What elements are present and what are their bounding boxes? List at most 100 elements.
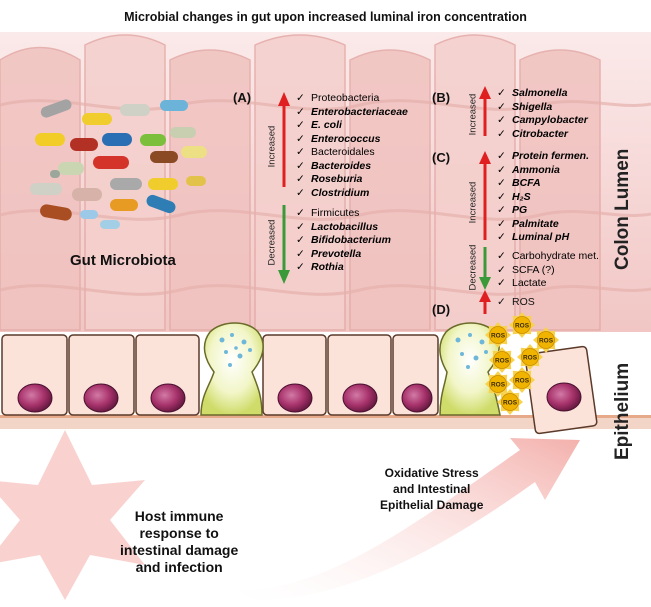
list-item-text: SCFA (?) [512, 263, 555, 276]
check-mark: ✓ [497, 263, 506, 276]
ros-core [501, 393, 519, 411]
ros-label: ROS [491, 333, 506, 340]
list-item: ✓Ammonia [497, 164, 589, 178]
list-item: ✓ Carbohydrate met. [497, 250, 599, 264]
list-item-text: Citrobacter [512, 127, 569, 140]
cell-nuclei [17, 382, 582, 413]
ros-particle: ROS [485, 322, 511, 348]
list-item-text: Luminal pH [512, 231, 570, 243]
colon-lumen-label: Colon Lumen [612, 148, 633, 270]
panel-c-increased-label: Increased [467, 181, 479, 224]
list-item: ✓ Campylobacter [497, 114, 588, 128]
list-item: ✓Enterobacteriaceae [296, 106, 408, 120]
check-mark: ✓ [296, 173, 305, 185]
panel-b-increased-label: Increased [467, 93, 479, 136]
list-item-text: PG [512, 204, 528, 216]
check-mark: ✓ [497, 231, 506, 243]
list-item: ✓ Lactobacillus [296, 221, 391, 235]
check-mark: ✓ [497, 114, 506, 126]
panel-b-increased-list: ✓Salmonella✓Shigella✓Campylobacter✓Citro… [497, 87, 588, 141]
check-mark: ✓ [296, 261, 305, 273]
ros-label: ROS [515, 323, 530, 330]
list-item: ✓ E. coli [296, 119, 408, 133]
list-item-text: Ammonia [512, 163, 560, 176]
check-mark: ✓ [497, 204, 506, 216]
check-mark: ✓ [296, 146, 305, 158]
check-mark: ✓ [497, 217, 506, 230]
ros-core [537, 331, 555, 349]
ros-core [489, 326, 507, 344]
list-item: ✓Prevotella [296, 248, 391, 262]
list-item-text: Roseburia [311, 173, 363, 185]
check-mark: ✓ [296, 119, 305, 131]
list-item: ✓ Bacteroidales [296, 146, 408, 160]
list-item: ✓Proteobacteria [296, 92, 408, 106]
panel-c-decreased-label: Decreased [467, 244, 479, 291]
ros-core [493, 351, 511, 369]
check-mark: ✓ [296, 220, 305, 233]
check-mark: ✓ [296, 92, 305, 104]
list-item: ✓ Bifidobacterium [296, 234, 391, 248]
ros-particle: ROS [497, 389, 523, 415]
list-item-text: Bifidobacterium [311, 234, 391, 246]
list-item-text: H₂S [512, 190, 531, 203]
ros-label: ROS [523, 355, 538, 362]
oxidative-stress-label: Oxidative Stress and Intestinal Epitheli… [380, 466, 484, 512]
feedback-arrow [240, 438, 580, 601]
list-item: ✓Protein fermen. [497, 150, 589, 164]
list-item-text: Enterococcus [311, 132, 381, 145]
panel-a-decreased-label: Decreased [266, 219, 278, 266]
ros-particle: ROS [509, 312, 535, 338]
check-mark: ✓ [296, 234, 305, 246]
list-item: ✓Enterococcus [296, 133, 408, 147]
ros-core [513, 316, 531, 334]
check-mark: ✓ [296, 186, 305, 199]
panel-a-increased-list: ✓Proteobacteria✓Enterobacteriaceae✓E. co… [296, 92, 408, 200]
list-item-text: Shigella [512, 100, 553, 113]
list-item-text: Prevotella [311, 247, 362, 260]
list-item-text: Lactobacillus [311, 220, 379, 233]
ros-core [489, 375, 507, 393]
list-item-text: Carbohydrate met. [512, 250, 599, 262]
list-item-text: Salmonella [512, 87, 568, 99]
list-item-text: Enterobacteriaceae [311, 105, 408, 118]
host-immune-label: Host immune response to intestinal damag… [120, 508, 239, 575]
panel-a-letter: (A) [233, 90, 252, 105]
ros-particle: ROS [509, 367, 535, 393]
ros-particle: ROS [489, 347, 515, 373]
list-item-text: Campylobacter [512, 114, 588, 126]
check-mark: ✓ [497, 250, 506, 262]
check-mark: ✓ [497, 100, 506, 113]
panel-b-letter: (B) [432, 90, 451, 105]
villi-folds [0, 34, 601, 331]
list-item-text: Firmicutes [311, 207, 360, 219]
check-mark: ✓ [497, 127, 506, 140]
list-item: ✓ Rothia [296, 261, 391, 275]
list-item-text: E. coli [311, 119, 342, 131]
list-item-text: Protein fermen. [512, 150, 590, 162]
list-item-text: BCFA [512, 177, 541, 189]
list-item: ✓Salmonella [497, 87, 588, 101]
list-item-text: Bacteroidales [311, 146, 375, 158]
list-item-text: Rothia [311, 261, 344, 273]
panel-c-decreased-list: ✓Carbohydrate met.✓SCFA (?)✓Lactate [497, 250, 599, 291]
list-item: ✓BCFA [497, 177, 589, 191]
ros-particle: ROS [485, 371, 511, 397]
panel-a-arrows [278, 92, 290, 284]
check-mark: ✓ [497, 277, 506, 289]
immune-starburst [0, 430, 145, 600]
list-item: ✓Firmicutes [296, 207, 391, 221]
basement-membrane [0, 415, 651, 429]
list-item: ✓ Luminal pH [497, 231, 589, 245]
panel-c-letter: (C) [432, 150, 451, 165]
list-item: ✓ Palmitate [497, 218, 589, 232]
list-item: ✓ SCFA (?) [497, 264, 599, 278]
goblet-granules [219, 333, 488, 369]
list-item-text: Palmitate [512, 217, 559, 230]
panels-bcd-arrows [479, 86, 491, 314]
panel-a-decreased-list: ✓Firmicutes✓Lactobacillus✓Bifidobacteriu… [296, 207, 391, 275]
ros-label: ROS [503, 400, 518, 407]
ros-core [521, 348, 539, 366]
check-mark: ✓ [497, 296, 506, 308]
list-item: ✓ PG [497, 204, 589, 218]
